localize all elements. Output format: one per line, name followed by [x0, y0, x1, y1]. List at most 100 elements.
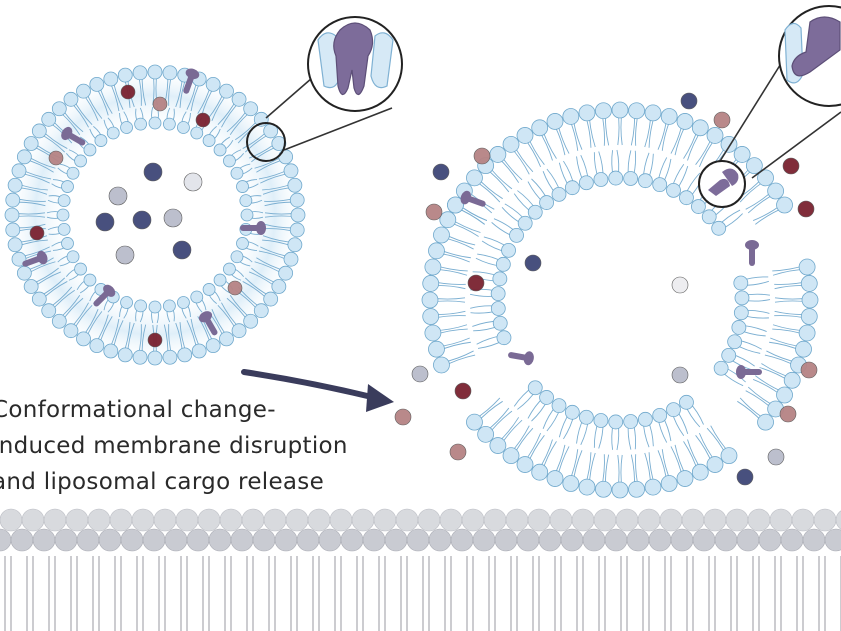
cargo-molecule — [713, 111, 731, 129]
curved-arrow-icon — [241, 369, 394, 412]
outer-leaflet — [4, 64, 306, 366]
protein-head — [256, 221, 266, 235]
lipid-head — [23, 136, 39, 151]
lipid-head — [74, 262, 87, 276]
lipid-head — [283, 251, 299, 267]
lipid-head — [439, 211, 457, 229]
lipid-head — [162, 349, 178, 365]
lipid-head — [106, 126, 120, 140]
lipid-head — [714, 528, 738, 552]
zoom-protein-icon — [307, 16, 403, 112]
lipid-head — [51, 313, 67, 329]
lipid-head — [148, 300, 162, 314]
protein-stem — [466, 195, 486, 207]
lipid-head — [461, 508, 485, 532]
lipid-head — [103, 343, 119, 359]
lipid-head — [725, 508, 749, 532]
lipid-head — [758, 528, 782, 552]
lipid-head — [706, 456, 724, 473]
lipid-head — [263, 508, 287, 532]
protein-icon — [736, 365, 762, 379]
lipid-head — [31, 291, 47, 307]
membrane-cargo — [227, 280, 243, 296]
lipid-head — [98, 528, 122, 552]
lipid-head — [21, 508, 45, 532]
lipid-head — [197, 508, 221, 532]
lipid-head — [43, 508, 67, 532]
lipid-head — [57, 222, 71, 236]
lipid-head — [490, 286, 506, 302]
lipid-head — [428, 528, 452, 552]
lipid-head — [531, 463, 549, 481]
protein-stem — [240, 225, 260, 231]
lipid-head — [362, 528, 386, 552]
caption-line-2: induced membrane disruption — [0, 433, 348, 459]
lipid-head — [236, 180, 249, 193]
lipid-head — [623, 414, 639, 429]
lipid-head — [66, 166, 80, 180]
lipid-head — [289, 192, 305, 208]
lipid-head — [733, 275, 749, 291]
lipid-head — [501, 242, 516, 258]
lipid-head — [243, 313, 259, 329]
cargo-molecule — [671, 276, 689, 294]
lipid-head — [562, 108, 580, 125]
lipid-head — [421, 291, 439, 309]
lipid-head — [783, 371, 801, 389]
cargo-molecule — [671, 366, 689, 384]
lipid-head — [800, 308, 818, 325]
lipid-head — [495, 256, 511, 272]
lipid-head — [433, 226, 450, 244]
lipid-head — [757, 169, 774, 187]
released-cargo — [394, 92, 818, 486]
lipid-head — [720, 447, 738, 465]
lipid-head — [51, 101, 67, 117]
lipid-head — [611, 101, 629, 119]
cargo-molecule — [454, 382, 472, 400]
lipid-head — [117, 347, 133, 363]
lipid-head — [63, 91, 79, 107]
lipid-head — [190, 290, 204, 304]
lipid-head — [318, 528, 342, 552]
lipid-head — [278, 265, 294, 281]
lipid-head — [538, 528, 562, 552]
lipid-head — [802, 528, 826, 552]
lipid-head — [747, 508, 771, 532]
protein-icon — [183, 68, 200, 94]
cargo-molecule — [467, 274, 485, 292]
lipid-head — [615, 508, 639, 532]
lipid-head — [713, 360, 729, 376]
cargo-molecule — [394, 408, 412, 426]
lipid-head — [422, 308, 440, 325]
lipid-head — [148, 116, 162, 130]
lipid-head — [791, 508, 815, 532]
lipid-head — [679, 190, 694, 206]
protein-head — [523, 351, 534, 366]
lipid-head — [424, 324, 442, 342]
lipid-head — [7, 177, 23, 193]
lipid-head — [65, 508, 89, 532]
lipid-head — [679, 394, 694, 410]
lipid-head — [76, 528, 100, 552]
protein-stem — [93, 290, 110, 307]
lipid-head — [278, 149, 294, 165]
lipid-head — [417, 508, 441, 532]
zoom-callout-right — [698, 5, 841, 208]
protein-icon — [240, 221, 266, 235]
lipid-head — [219, 83, 234, 99]
protein-head — [745, 240, 759, 250]
lipid-head — [177, 121, 190, 134]
protein-icon — [22, 250, 48, 267]
membrane-cargo — [147, 332, 163, 348]
zoom-callout-left — [246, 16, 403, 162]
lipid-head — [745, 157, 763, 175]
protein-head — [185, 68, 200, 80]
lipid-head — [637, 411, 653, 427]
cargo-molecule — [797, 200, 815, 218]
lipid-head — [287, 237, 303, 253]
lipid-head — [564, 404, 580, 420]
protein-icon — [508, 351, 534, 366]
lipid-head — [608, 170, 624, 186]
cargo-molecule — [425, 203, 443, 221]
protein-icon — [93, 284, 116, 307]
